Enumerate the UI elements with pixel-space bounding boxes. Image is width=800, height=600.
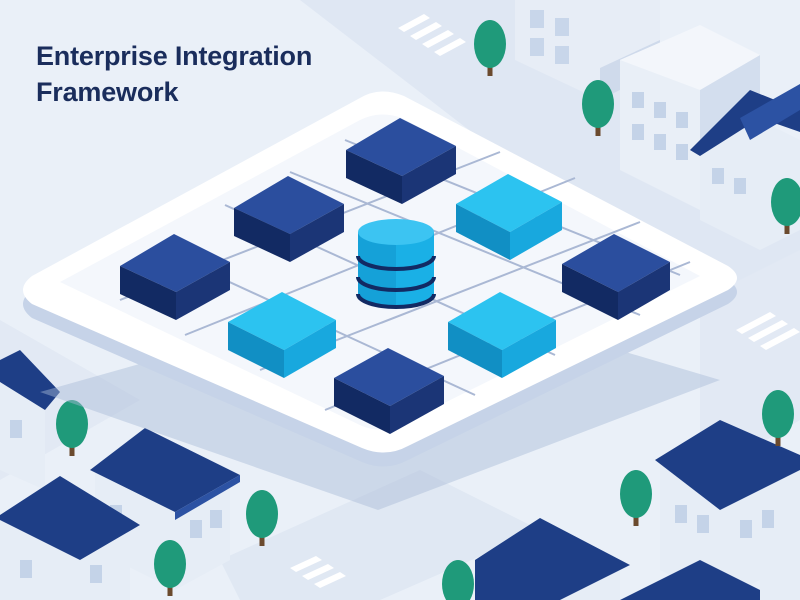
- title-line-1: Enterprise Integration: [36, 41, 313, 71]
- house-right-2: [475, 518, 630, 600]
- house-right-3: [620, 540, 800, 600]
- crosswalk-bottom: [290, 556, 346, 588]
- node-right: [562, 234, 670, 320]
- node-upper-left: [234, 176, 344, 262]
- node-top: [346, 118, 456, 204]
- crosswalk-top: [398, 14, 466, 56]
- node-bottom: [334, 348, 444, 434]
- crosswalk-right: [736, 312, 800, 350]
- node-lower-left: [228, 292, 336, 378]
- page-title: Enterprise Integration Framework: [36, 38, 312, 110]
- node-upper-right: [456, 174, 562, 260]
- node-left: [120, 234, 230, 320]
- house-left-1: [0, 350, 60, 490]
- database-icon: [356, 219, 436, 309]
- node-lower-right: [448, 292, 556, 378]
- title-line-2: Framework: [36, 77, 179, 107]
- house-left-3: [0, 476, 140, 600]
